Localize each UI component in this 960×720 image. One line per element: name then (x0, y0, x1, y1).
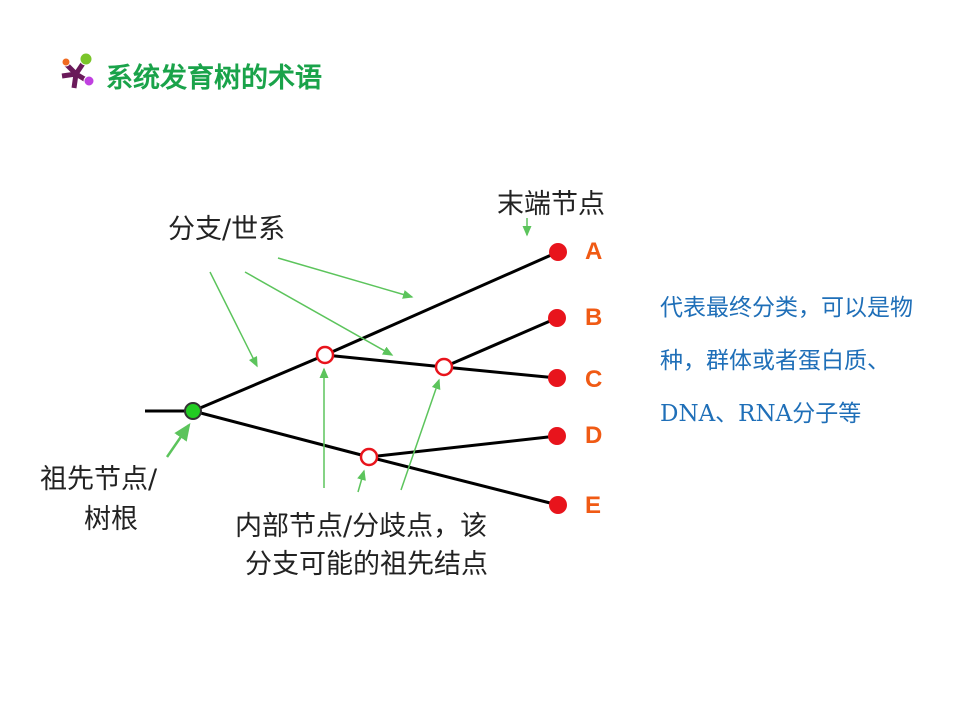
leaf-node-d (548, 427, 566, 445)
slide-title: 系统发育树的术语 (106, 63, 322, 94)
leaf-label-e: E (585, 492, 602, 519)
ancestor-label-line2: 树根 (84, 504, 138, 535)
terminal-node-label: 末端节点 (497, 189, 605, 220)
leaf-node-c (548, 369, 566, 387)
internal-node (359, 447, 379, 467)
annotation-arrows (165, 218, 532, 493)
leaf-node-e (549, 496, 567, 514)
tree-branches (145, 250, 559, 507)
bullet-logo-icon (61, 52, 95, 89)
branch-label: 分支/世系 (168, 214, 286, 245)
ancestor-label-line1: 祖先节点/ (40, 464, 158, 495)
internal-node (315, 345, 335, 365)
leaf-node-b (548, 309, 566, 327)
leaf-label-b: B (585, 304, 603, 331)
leaf-label-c: C (585, 366, 603, 393)
internal-node-label-line1: 内部节点/分歧点，该 (235, 511, 488, 542)
leaf-label-d: D (585, 422, 603, 449)
leaf-node-a (549, 243, 567, 261)
terminal-node-description: 代表最终分类，可以是物种，群体或者蛋白质、DNA、RNA分子等 (660, 295, 913, 427)
leaf-label-a: A (585, 238, 603, 265)
internal-node-label-line2: 分支可能的祖先结点 (245, 549, 488, 580)
internal-node (434, 357, 454, 377)
root-node (184, 402, 202, 420)
